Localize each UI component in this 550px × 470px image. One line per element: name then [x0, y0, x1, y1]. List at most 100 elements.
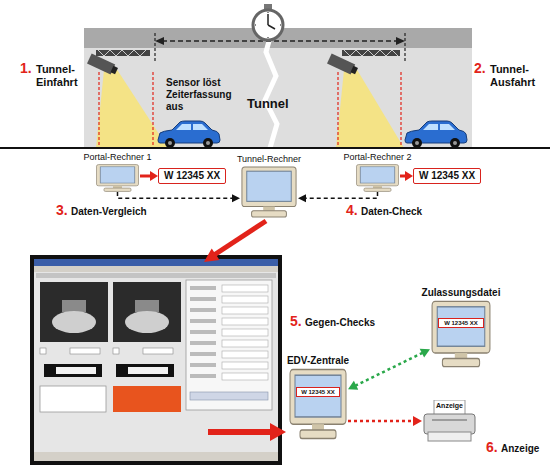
result-field [40, 386, 106, 412]
form-field [222, 296, 268, 303]
form-caption [190, 374, 216, 378]
form-caption [190, 319, 216, 323]
camera [327, 53, 359, 76]
car-window [193, 124, 208, 130]
car-hub [415, 141, 419, 145]
form-caption [190, 308, 216, 312]
computer-icon [430, 300, 492, 368]
arrow-head [420, 349, 430, 358]
timing-tick [404, 33, 405, 62]
car [405, 121, 467, 148]
monitor-case [242, 167, 296, 207]
car-photo [62, 300, 86, 312]
monitor-stand [312, 424, 324, 430]
plate-number: W 12345 XX [159, 169, 225, 183]
monitor-stand [113, 186, 122, 188]
form-field [222, 373, 268, 380]
computer-node: Portal-Rechner 1 [95, 164, 140, 192]
arrow-head [413, 416, 422, 426]
timing-arrow-head [396, 37, 405, 45]
tab-bar [36, 273, 276, 278]
tunnel-interior [84, 28, 472, 148]
monitor-stand [455, 353, 467, 358]
arrow-head [298, 194, 306, 202]
printer-slot [432, 419, 467, 421]
sensor-line [400, 72, 401, 148]
form-field [70, 348, 100, 354]
computer-node: Tunnel-Rechner [240, 166, 298, 218]
license-plate: W 12345 XX [413, 168, 481, 184]
plate-crop-text [128, 367, 168, 374]
connector-line [355, 353, 423, 386]
step-label: Daten-Check [361, 206, 422, 218]
form-field [222, 285, 268, 292]
form-caption [190, 363, 216, 367]
license-plate: W 12345 XX [158, 168, 226, 184]
status-bar [34, 452, 278, 461]
monitor-screen [360, 167, 395, 183]
computer-node: Portal-Rechner 2 [355, 164, 400, 192]
form-field [222, 340, 268, 347]
car-photo [125, 311, 169, 333]
connector [348, 416, 422, 426]
form-field [222, 362, 268, 369]
flow-arrow-head [204, 248, 220, 262]
car-photo [52, 311, 96, 333]
screenshot-window [34, 259, 278, 461]
monitor-case [432, 301, 490, 353]
form-caption [190, 297, 216, 301]
tunnel-break [265, 30, 277, 148]
computer-icon [95, 164, 140, 192]
computer-base [300, 430, 336, 439]
printout-text: Anzeige [434, 402, 465, 410]
printer-tray [428, 432, 471, 441]
step-number: 5. [290, 314, 302, 328]
stopwatch-tick [267, 37, 269, 38]
light-cone [336, 68, 404, 148]
car-wheel [450, 138, 460, 148]
car-window [423, 124, 438, 130]
form-caption [190, 352, 216, 356]
form-field [222, 318, 268, 325]
gantry-truss [344, 50, 398, 56]
computer-base [104, 188, 131, 191]
monitor-case [290, 369, 346, 424]
connector-line [400, 175, 406, 178]
printer-node: Anzeige [422, 400, 477, 442]
car [158, 121, 220, 148]
computer-icon [288, 368, 348, 440]
step-label: Gegen-Checks [305, 317, 375, 329]
form-panel [186, 280, 272, 410]
stopwatch-tick [267, 12, 269, 13]
sensor-line [337, 72, 338, 148]
timing-tick [154, 33, 155, 62]
arrow-head [348, 381, 358, 390]
plate-crop [44, 364, 102, 377]
flow-arrow-head [270, 423, 286, 441]
connector-line [348, 420, 414, 423]
computer-label: Zulassungsdatei [422, 287, 501, 299]
monitor-case [97, 165, 139, 186]
car-window [176, 124, 191, 130]
screen-plate: W 12345 XX [296, 387, 340, 397]
camera-lens [351, 66, 358, 74]
checkbox [113, 348, 119, 354]
connector [348, 349, 430, 390]
plate-crop-text [56, 367, 96, 374]
car-hub [206, 141, 210, 145]
connector [400, 171, 413, 181]
monitor-screen [437, 307, 485, 346]
car-wheel [203, 138, 213, 148]
car-hub [168, 141, 172, 145]
form-field [222, 307, 268, 314]
step-number: 4. [346, 203, 358, 217]
screenshot-frame [30, 255, 282, 465]
form-button [190, 392, 268, 400]
step-label: Tunnel-Ausfahrt [490, 63, 546, 89]
flow-arrow [208, 429, 272, 435]
monitor-stand [373, 186, 382, 188]
arrow-head [405, 171, 413, 181]
stopwatch-tick [280, 24, 281, 26]
car-hub [453, 141, 457, 145]
road-line [0, 147, 550, 149]
